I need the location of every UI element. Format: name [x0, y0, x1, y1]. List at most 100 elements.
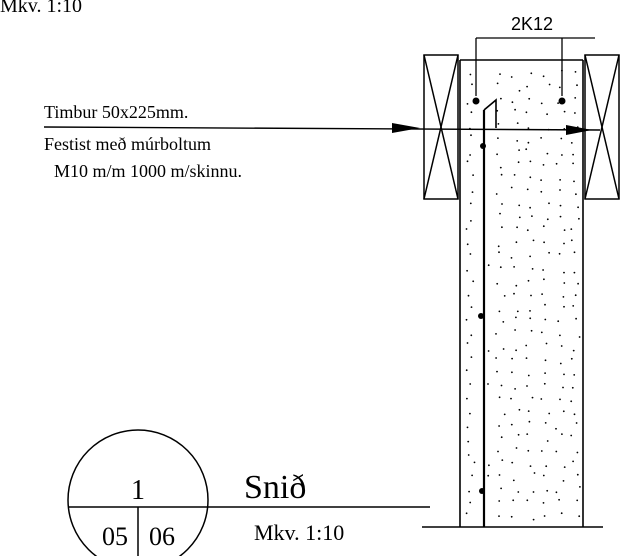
stipple-dot	[555, 450, 558, 453]
stipple-dot	[515, 316, 517, 319]
stipple-dot	[498, 251, 500, 254]
stipple-dot	[469, 154, 471, 156]
stipple-dot	[545, 342, 548, 345]
stipple-dot	[503, 295, 506, 297]
stipple-dot	[560, 512, 563, 515]
stipple-dot	[467, 454, 470, 456]
stipple-dot	[574, 112, 576, 114]
stipple-dot	[542, 164, 545, 166]
stipple-dot	[572, 305, 575, 307]
stipple-dot	[487, 264, 490, 267]
stipple-dot	[563, 242, 565, 245]
stipple-dot	[527, 374, 530, 377]
stipple-dot	[501, 459, 504, 461]
stipple-dot	[531, 396, 534, 399]
stipple-dot	[468, 490, 470, 493]
stipple-dot	[514, 108, 516, 111]
stipple-dot	[563, 271, 565, 274]
anchor-bolt-leader	[43, 126, 601, 131]
stipple-dot	[577, 206, 579, 209]
stipple-dot	[499, 212, 501, 215]
stipple-dot	[573, 413, 576, 416]
stipple-dot	[529, 310, 531, 312]
stipple-dot	[543, 278, 545, 281]
timber-label-line3: M10 m/m 1000 m/skinnu.	[54, 161, 242, 181]
stipple-dot	[542, 225, 545, 228]
stipple-dot	[559, 215, 562, 218]
stipple-dot	[498, 515, 500, 517]
stipple-dot	[497, 245, 500, 248]
stipple-dot	[561, 154, 563, 156]
stipple-dot	[500, 97, 502, 100]
stipple-dot	[546, 218, 549, 221]
stipple-dot	[570, 228, 573, 231]
stipple-dot	[501, 226, 503, 229]
stipple-dot	[542, 75, 545, 78]
stipple-dot	[466, 269, 468, 272]
stipple-dot	[473, 461, 476, 464]
spacer-dot	[480, 143, 486, 149]
stipple-dot	[496, 153, 498, 156]
stipple-dot	[527, 410, 530, 412]
stipple-dot	[487, 383, 489, 385]
stipple-dot	[515, 284, 518, 287]
stipple-dot	[576, 84, 578, 87]
stipple-dot	[555, 427, 557, 430]
sheet-ref-left: 05	[102, 522, 128, 551]
stipple-dot	[497, 450, 499, 453]
stipple-dot	[532, 239, 535, 242]
stipple-dot	[548, 412, 551, 415]
rebar	[482, 98, 497, 527]
stipple-dot	[532, 518, 535, 521]
stipple-dot	[575, 317, 577, 320]
stipple-dot	[574, 294, 577, 297]
stipple-dot	[542, 474, 545, 477]
stipple-dot	[573, 374, 576, 376]
stipple-dot	[518, 216, 521, 219]
stipple-dot	[543, 241, 545, 244]
stipple-dot	[541, 293, 543, 295]
stipple-dot	[526, 499, 529, 502]
section-title: Snið	[244, 469, 306, 506]
stipple-dot	[548, 202, 550, 205]
stipple-dot	[498, 310, 501, 313]
stipple-dot	[540, 179, 542, 182]
stipple-dot	[470, 306, 473, 308]
spacer-dot	[479, 488, 485, 494]
stipple-dot	[560, 137, 563, 140]
stipple-dot	[469, 253, 472, 255]
stipple-dot	[466, 397, 468, 400]
stipple-dot	[526, 229, 529, 232]
stipple-dot	[557, 320, 560, 323]
stipple-dot	[533, 472, 536, 474]
stipple-dot	[572, 349, 575, 352]
rebar-dots	[472, 97, 566, 494]
stipple-dot	[528, 97, 531, 100]
stipple-dot	[543, 515, 546, 517]
stipple-dot	[500, 384, 503, 387]
stipple-dot	[530, 329, 533, 332]
stipple-dot	[469, 383, 472, 385]
stipple-dot	[518, 89, 521, 92]
stipple-dot	[527, 141, 530, 144]
stipple-dot	[540, 190, 543, 193]
stipple-dot	[555, 491, 558, 494]
stipple-dot	[498, 396, 501, 399]
stipple-dot	[467, 440, 470, 443]
stipple-dot	[472, 280, 475, 283]
stipple-dot	[518, 149, 520, 152]
section-scale: Mkv. 1:10	[254, 520, 344, 545]
stipple-dot	[469, 501, 472, 504]
stipple-dot	[548, 83, 551, 86]
stipple-dot	[515, 447, 518, 449]
stipple-dot	[559, 362, 562, 365]
stipple-dot	[546, 152, 549, 155]
stipple-dot	[527, 279, 530, 282]
stipple-dot	[469, 73, 472, 76]
stipple-dot	[471, 83, 473, 86]
timber-label-line2: Festist með múrboltum	[44, 134, 211, 154]
stipple-dot	[562, 296, 565, 298]
stipple-dot	[579, 486, 581, 488]
stipple-dot	[578, 336, 581, 338]
stipple-dot	[510, 397, 512, 400]
